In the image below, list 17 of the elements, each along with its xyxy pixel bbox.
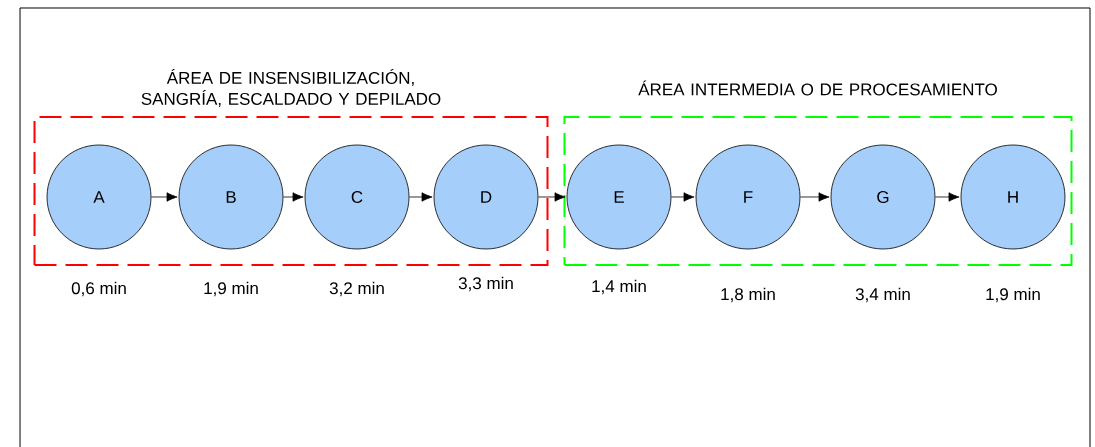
arrow	[671, 192, 695, 202]
duration-label: 0,6 min	[71, 281, 126, 297]
duration-label: 1,4 min	[592, 279, 646, 295]
node-label: ÁREA DE INSENSIBILIZACIÓN, SANGRÍA, ESCALDADO Y DEPILADO	[141, 69, 441, 107]
arrow	[151, 192, 178, 202]
duration-label: 3,2 min	[329, 281, 384, 297]
duration-label: 1,9 min	[986, 287, 1040, 303]
duration-label: 1,9 min	[204, 281, 258, 297]
node-label: ÁREA INTERMEDIA O DE PROCESAMIENTO	[638, 80, 997, 96]
arrow	[538, 192, 566, 202]
arrow	[283, 192, 304, 202]
duration-label: 3,4 min	[855, 287, 910, 303]
arrow	[935, 192, 960, 202]
duration-label: 1,8 min	[721, 287, 775, 303]
duration-label: 3,3 min	[458, 276, 513, 292]
arrow	[800, 192, 830, 202]
arrow	[409, 192, 433, 202]
